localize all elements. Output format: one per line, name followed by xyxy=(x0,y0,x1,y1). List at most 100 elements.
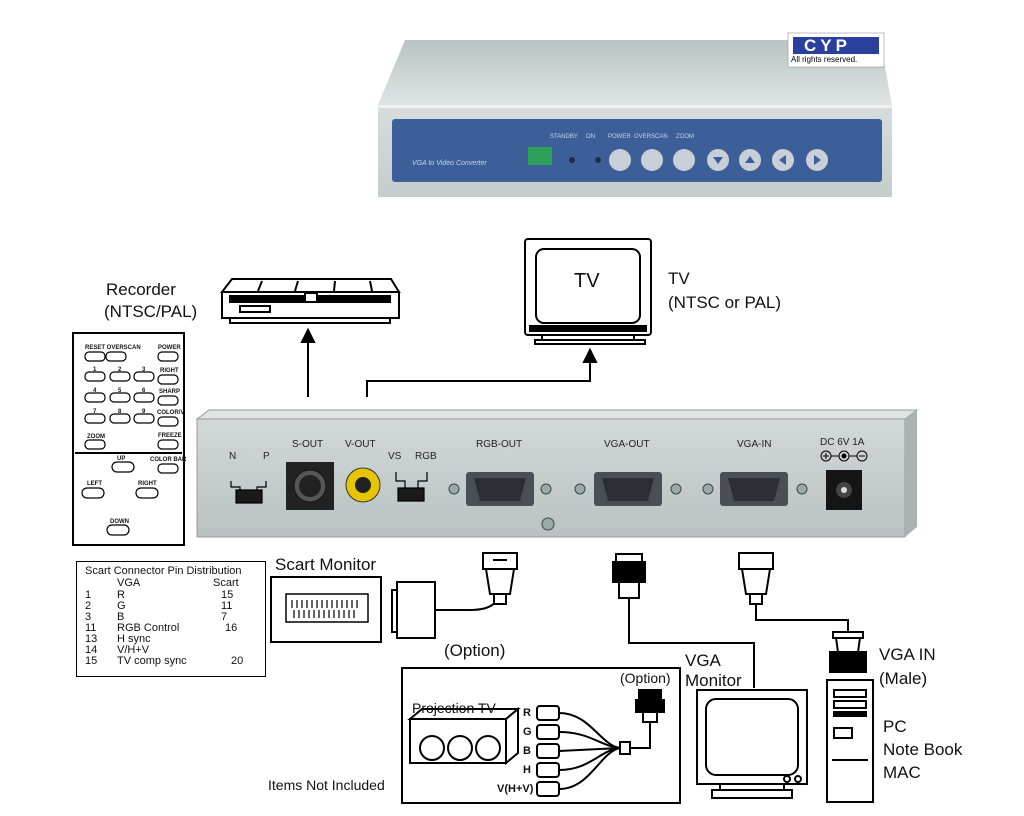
vga-in-port xyxy=(702,472,808,506)
projection-tv-label: Projection TV xyxy=(412,700,496,716)
vga-out-port xyxy=(574,472,682,506)
logo-rights: All rights reserved. xyxy=(791,55,858,64)
front-label-power: POWER xyxy=(608,134,631,140)
vga-monitor-label-line1: VGA xyxy=(685,651,721,670)
rgbhv-label-b: B xyxy=(523,745,531,757)
scart-pin-table: Scart Connector Pin Distribution VGA Sca… xyxy=(76,561,266,677)
label-rgb-out: RGB-OUT xyxy=(476,439,523,450)
signal-cell: G xyxy=(117,600,126,612)
rgbhv-label-v: V(H+V) xyxy=(497,783,534,795)
front-buttons xyxy=(609,149,828,171)
vga-monitor-icon xyxy=(696,689,808,799)
pin-cell: 3 xyxy=(85,611,92,623)
pc-tower-icon xyxy=(826,679,874,803)
pc-label-line2: Note Book xyxy=(883,740,963,759)
rgbhv-label-h: H xyxy=(523,764,531,776)
signal-cell: TV comp sync xyxy=(117,655,187,667)
remote-btn-6: 6 xyxy=(142,388,146,394)
remote-btn-3: 3 xyxy=(142,367,146,373)
remote-btn-left: LEFT xyxy=(87,481,102,487)
front-label-standby: STANDBY xyxy=(550,134,578,140)
scart-cell: 11 xyxy=(221,600,233,612)
signal-cell: H sync xyxy=(117,633,151,645)
front-model-label: VGA to Video Converter xyxy=(412,160,487,167)
tv-label-line2: (NTSC or PAL) xyxy=(668,293,782,312)
scart-header-vga: VGA xyxy=(117,577,141,589)
on-led xyxy=(595,157,601,163)
vs-rgb-switch xyxy=(395,472,428,502)
pin-cell: 2 xyxy=(85,600,92,612)
pin-cell: 11 xyxy=(85,622,97,634)
scart-monitor-label: Scart Monitor xyxy=(275,555,377,574)
front-label-on: ON xyxy=(586,134,595,140)
rgb-out-port xyxy=(448,472,552,506)
front-label-zoom: ZOOM xyxy=(676,134,694,140)
front-label-overscan: OVERSCAN xyxy=(634,134,668,140)
label-vga-in: VGA-IN xyxy=(737,439,772,450)
standby-led xyxy=(569,157,575,163)
scart-cell: 20 xyxy=(231,655,244,667)
label-rgb: RGB xyxy=(415,451,437,462)
option-label-projection: (Option) xyxy=(620,670,671,686)
pin-cell: 14 xyxy=(85,644,98,656)
tv-icon xyxy=(524,238,652,345)
tv-label-line1: TV xyxy=(668,269,690,288)
remote-btn-reset-overscan: RESET OVERSCAN xyxy=(85,345,141,351)
vga-out-cable xyxy=(612,553,755,688)
label-dc: DC 6V 1A xyxy=(820,437,865,448)
remote-control-icon xyxy=(72,332,185,546)
remote-btn-sharp: SHARP xyxy=(159,389,181,395)
label-s-out: S-OUT xyxy=(292,439,324,450)
remote-btn-color-bar: COLOR BAR xyxy=(150,457,187,463)
scart-cell: 16 xyxy=(225,622,238,634)
vga-in-cable xyxy=(738,552,867,673)
remote-btn-right-top: RIGHT xyxy=(160,368,179,374)
recorder-icon xyxy=(219,278,401,324)
logo-brand: CYP xyxy=(804,36,851,55)
front-control-panel xyxy=(392,119,882,182)
pin-cell: 1 xyxy=(85,589,92,601)
remote-btn-freeze: FREEZE xyxy=(158,433,182,439)
remote-btn-right: RIGHT xyxy=(138,481,157,487)
scart-cell: 7 xyxy=(221,611,228,623)
remote-btn-7: 7 xyxy=(93,409,97,415)
items-not-included-label: Items Not Included xyxy=(268,777,385,793)
tv-screen-text: TV xyxy=(574,270,600,292)
vga-in-label-line1: VGA IN xyxy=(879,645,936,664)
remote-btn-zoom: ZOOM xyxy=(87,434,105,440)
pin-cell: 13 xyxy=(85,633,98,645)
scart-monitor-icon xyxy=(270,576,501,643)
display-window xyxy=(528,147,552,165)
label-p: P xyxy=(263,451,270,462)
cyp-logo xyxy=(787,32,885,68)
vga-in-label-line2: (Male) xyxy=(879,669,928,688)
remote-btn-up: UP xyxy=(117,456,126,462)
remote-btn-9: 9 xyxy=(142,409,146,415)
np-switch xyxy=(230,481,267,504)
pc-label-line1: PC xyxy=(883,717,907,736)
label-n: N xyxy=(229,451,237,462)
back-panel xyxy=(195,409,919,538)
output-arrows xyxy=(300,327,598,397)
label-v-out: V-OUT xyxy=(345,439,376,450)
table-row: 13 H sync xyxy=(85,634,260,645)
rgbhv-cable xyxy=(536,689,665,797)
pc-label-line3: MAC xyxy=(883,763,921,782)
polarity-icon xyxy=(820,450,868,462)
pin-cell: 15 xyxy=(85,655,98,667)
label-vs: VS xyxy=(388,451,402,462)
device-front-view xyxy=(378,40,892,197)
rgbhv-label-r: R xyxy=(523,707,531,719)
remote-btn-2: 2 xyxy=(118,367,122,373)
remote-btn-8: 8 xyxy=(118,409,122,415)
remote-btn-color: COLOR/V xyxy=(157,410,185,416)
table-row: 2 G 11 xyxy=(85,601,260,612)
remote-btn-4: 4 xyxy=(93,388,97,394)
scart-header-scart: Scart xyxy=(213,577,239,589)
